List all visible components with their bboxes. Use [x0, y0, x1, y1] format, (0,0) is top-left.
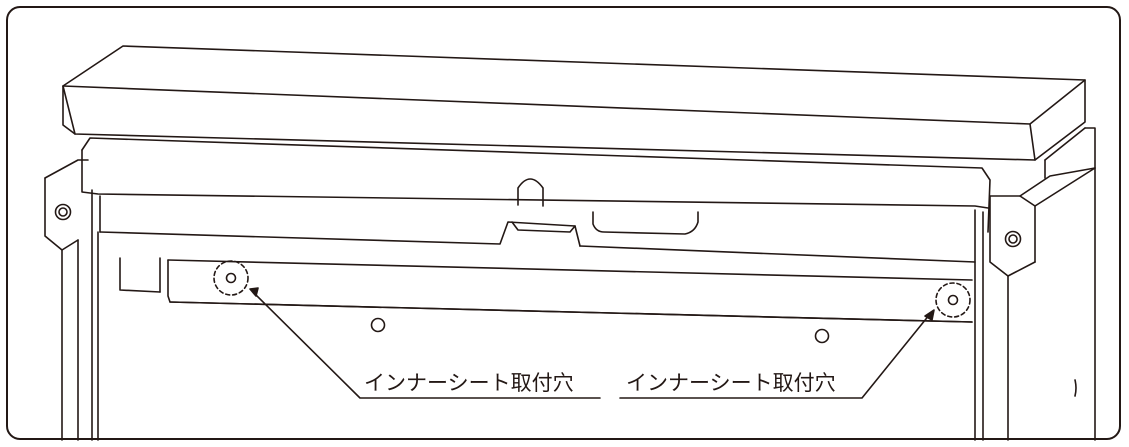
- rail-hole-right: [814, 328, 830, 344]
- leader-line-right: [619, 309, 935, 399]
- cabinet-right-side: [974, 127, 1096, 441]
- mounting-hole-right: [935, 282, 971, 318]
- mounting-hole-left: [213, 260, 249, 296]
- callout-label-left: インナーシート取付穴: [364, 371, 574, 395]
- top-lid: [62, 45, 1086, 161]
- left-hinge-hole: [54, 203, 72, 221]
- latch-tab: [511, 221, 576, 233]
- cabinet-left-side: [44, 159, 99, 441]
- right-side-slot: [1074, 379, 1077, 397]
- front-flap: [81, 137, 991, 263]
- rail-hole-left: [370, 317, 386, 333]
- right-hinge-hole-inner: [1008, 234, 1018, 244]
- inner-rail: [119, 257, 973, 323]
- handle-notch: [517, 178, 544, 207]
- latch-bracket: [592, 211, 699, 235]
- leader-line-left: [249, 287, 601, 399]
- right-hinge-hole: [1004, 230, 1022, 248]
- callout-label-right: インナーシート取付穴: [626, 371, 836, 395]
- diagram-frame: [6, 6, 1121, 440]
- left-hinge-hole-inner: [58, 207, 68, 217]
